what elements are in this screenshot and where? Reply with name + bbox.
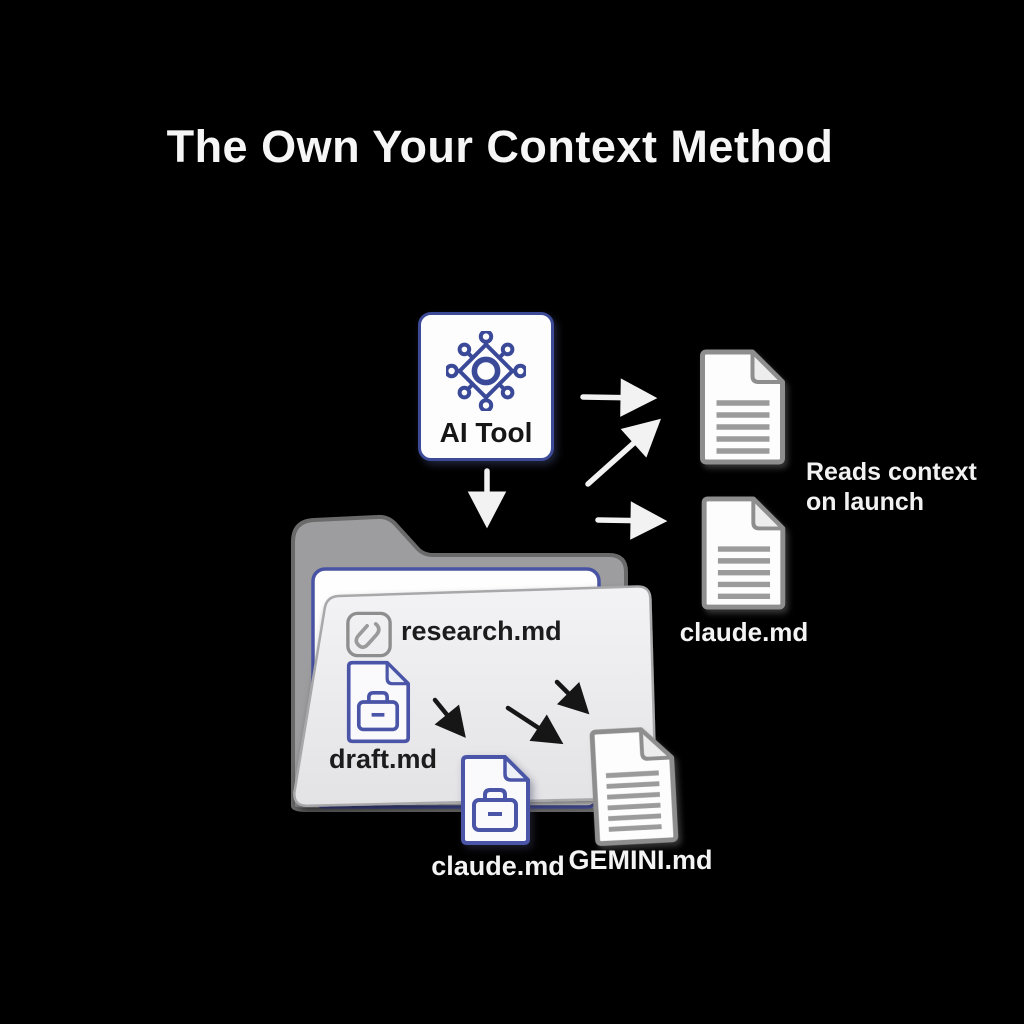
claude-md-output-label: claude.md <box>431 851 565 881</box>
draft-md-label: draft.md <box>329 744 437 774</box>
annotation-line-2: on launch <box>806 487 925 516</box>
link-icon <box>346 611 392 658</box>
draft-md-icon <box>338 659 418 745</box>
reads-context-annotation: Reads context on launch <box>806 458 977 517</box>
context-doc-top-icon <box>694 347 789 467</box>
arrow-aitool-to-doc1 <box>580 378 658 417</box>
research-md-label: research.md <box>401 616 562 646</box>
gemini-md-output-icon <box>584 722 682 851</box>
claude-md-output-icon <box>455 752 535 848</box>
page-title: The Own Your Context Method <box>166 121 834 172</box>
ai-tool-box: AI Tool <box>418 312 554 461</box>
gemini-md-output-label: GEMINI.md <box>568 845 713 875</box>
ai-network-icon <box>446 331 526 411</box>
annotation-line-1: Reads context <box>806 458 977 486</box>
arrow-folder-to-doc1 <box>585 418 661 487</box>
ai-tool-label: AI Tool <box>439 417 533 448</box>
context-doc-bottom-icon <box>695 494 790 612</box>
claude-md-right-label: claude.md <box>679 617 809 647</box>
